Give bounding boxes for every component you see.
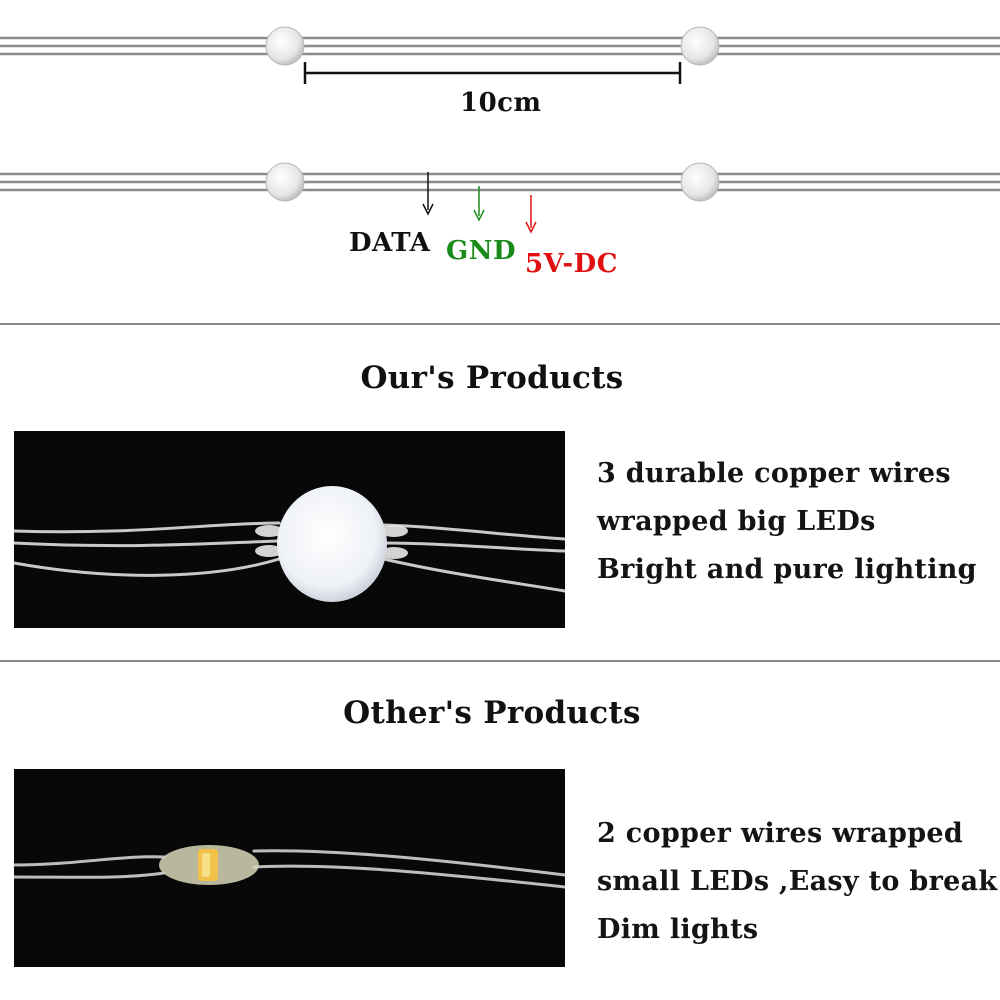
led-bead <box>680 26 720 66</box>
gnd-wire-arrow <box>473 186 485 222</box>
section-divider <box>0 660 1000 662</box>
others-product-photo <box>14 769 565 967</box>
wire-strand-bottom <box>0 162 1000 202</box>
others-description-line: Dim lights <box>597 914 759 945</box>
spacing-bracket <box>303 62 682 84</box>
small-led-wire-image <box>14 845 565 889</box>
ours-description-line: wrapped big LEDs <box>597 506 876 537</box>
ours-section-title: Our's Products <box>360 360 624 396</box>
led-bead <box>680 162 720 202</box>
ours-description-line: Bright and pure lighting <box>597 554 977 585</box>
power-wire-label: 5V-DC <box>525 249 618 279</box>
spacing-label: 10cm <box>460 88 542 118</box>
others-description: 2 copper wires wrapped small LEDs ,Easy … <box>597 810 997 954</box>
led-bead <box>265 162 305 202</box>
ours-product-photo <box>14 431 565 628</box>
ours-description: 3 durable copper wires wrapped big LEDs … <box>597 450 997 594</box>
wiring-diagram <box>0 26 1000 234</box>
ours-description-line: 3 durable copper wires <box>597 458 951 489</box>
led-bead <box>265 26 305 66</box>
data-wire-label: DATA <box>349 228 431 258</box>
power-wire-arrow <box>525 195 537 234</box>
wire-strand-top <box>0 26 1000 66</box>
data-wire-arrow <box>422 172 434 216</box>
others-description-line: 2 copper wires wrapped <box>597 818 964 849</box>
section-divider <box>0 323 1000 325</box>
others-description-line: small LEDs ,Easy to break <box>597 866 998 897</box>
others-section-title: Other's Products <box>343 695 641 731</box>
big-led-wire-image <box>14 486 565 602</box>
gnd-wire-label: GND <box>446 236 517 266</box>
